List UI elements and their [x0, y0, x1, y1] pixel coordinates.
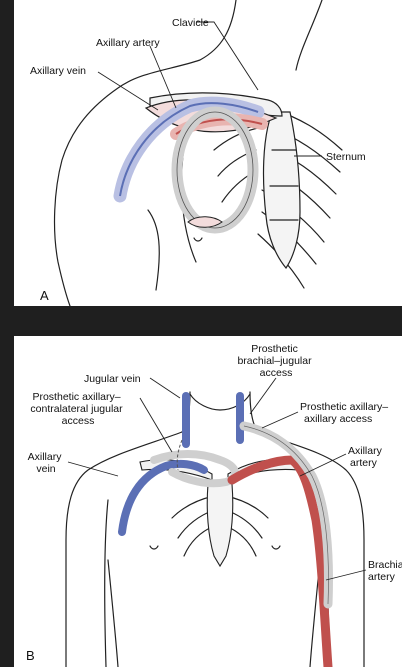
panel-b-letter: B	[26, 648, 35, 663]
panel-b: Prosthetic brachial–jugular access Jugul…	[14, 336, 402, 667]
label-sternum: Sternum	[326, 151, 366, 163]
label-axillary-vein: Axillary vein	[30, 65, 86, 77]
label-jugular-vein: Jugular vein	[84, 373, 141, 385]
panel-a: Clavicle Axillary artery Axillary vein S…	[14, 0, 402, 306]
label-axillary-artery: Axillary artery	[96, 37, 160, 49]
panel-a-letter: A	[40, 288, 49, 303]
label-clavicle: Clavicle	[172, 17, 209, 29]
